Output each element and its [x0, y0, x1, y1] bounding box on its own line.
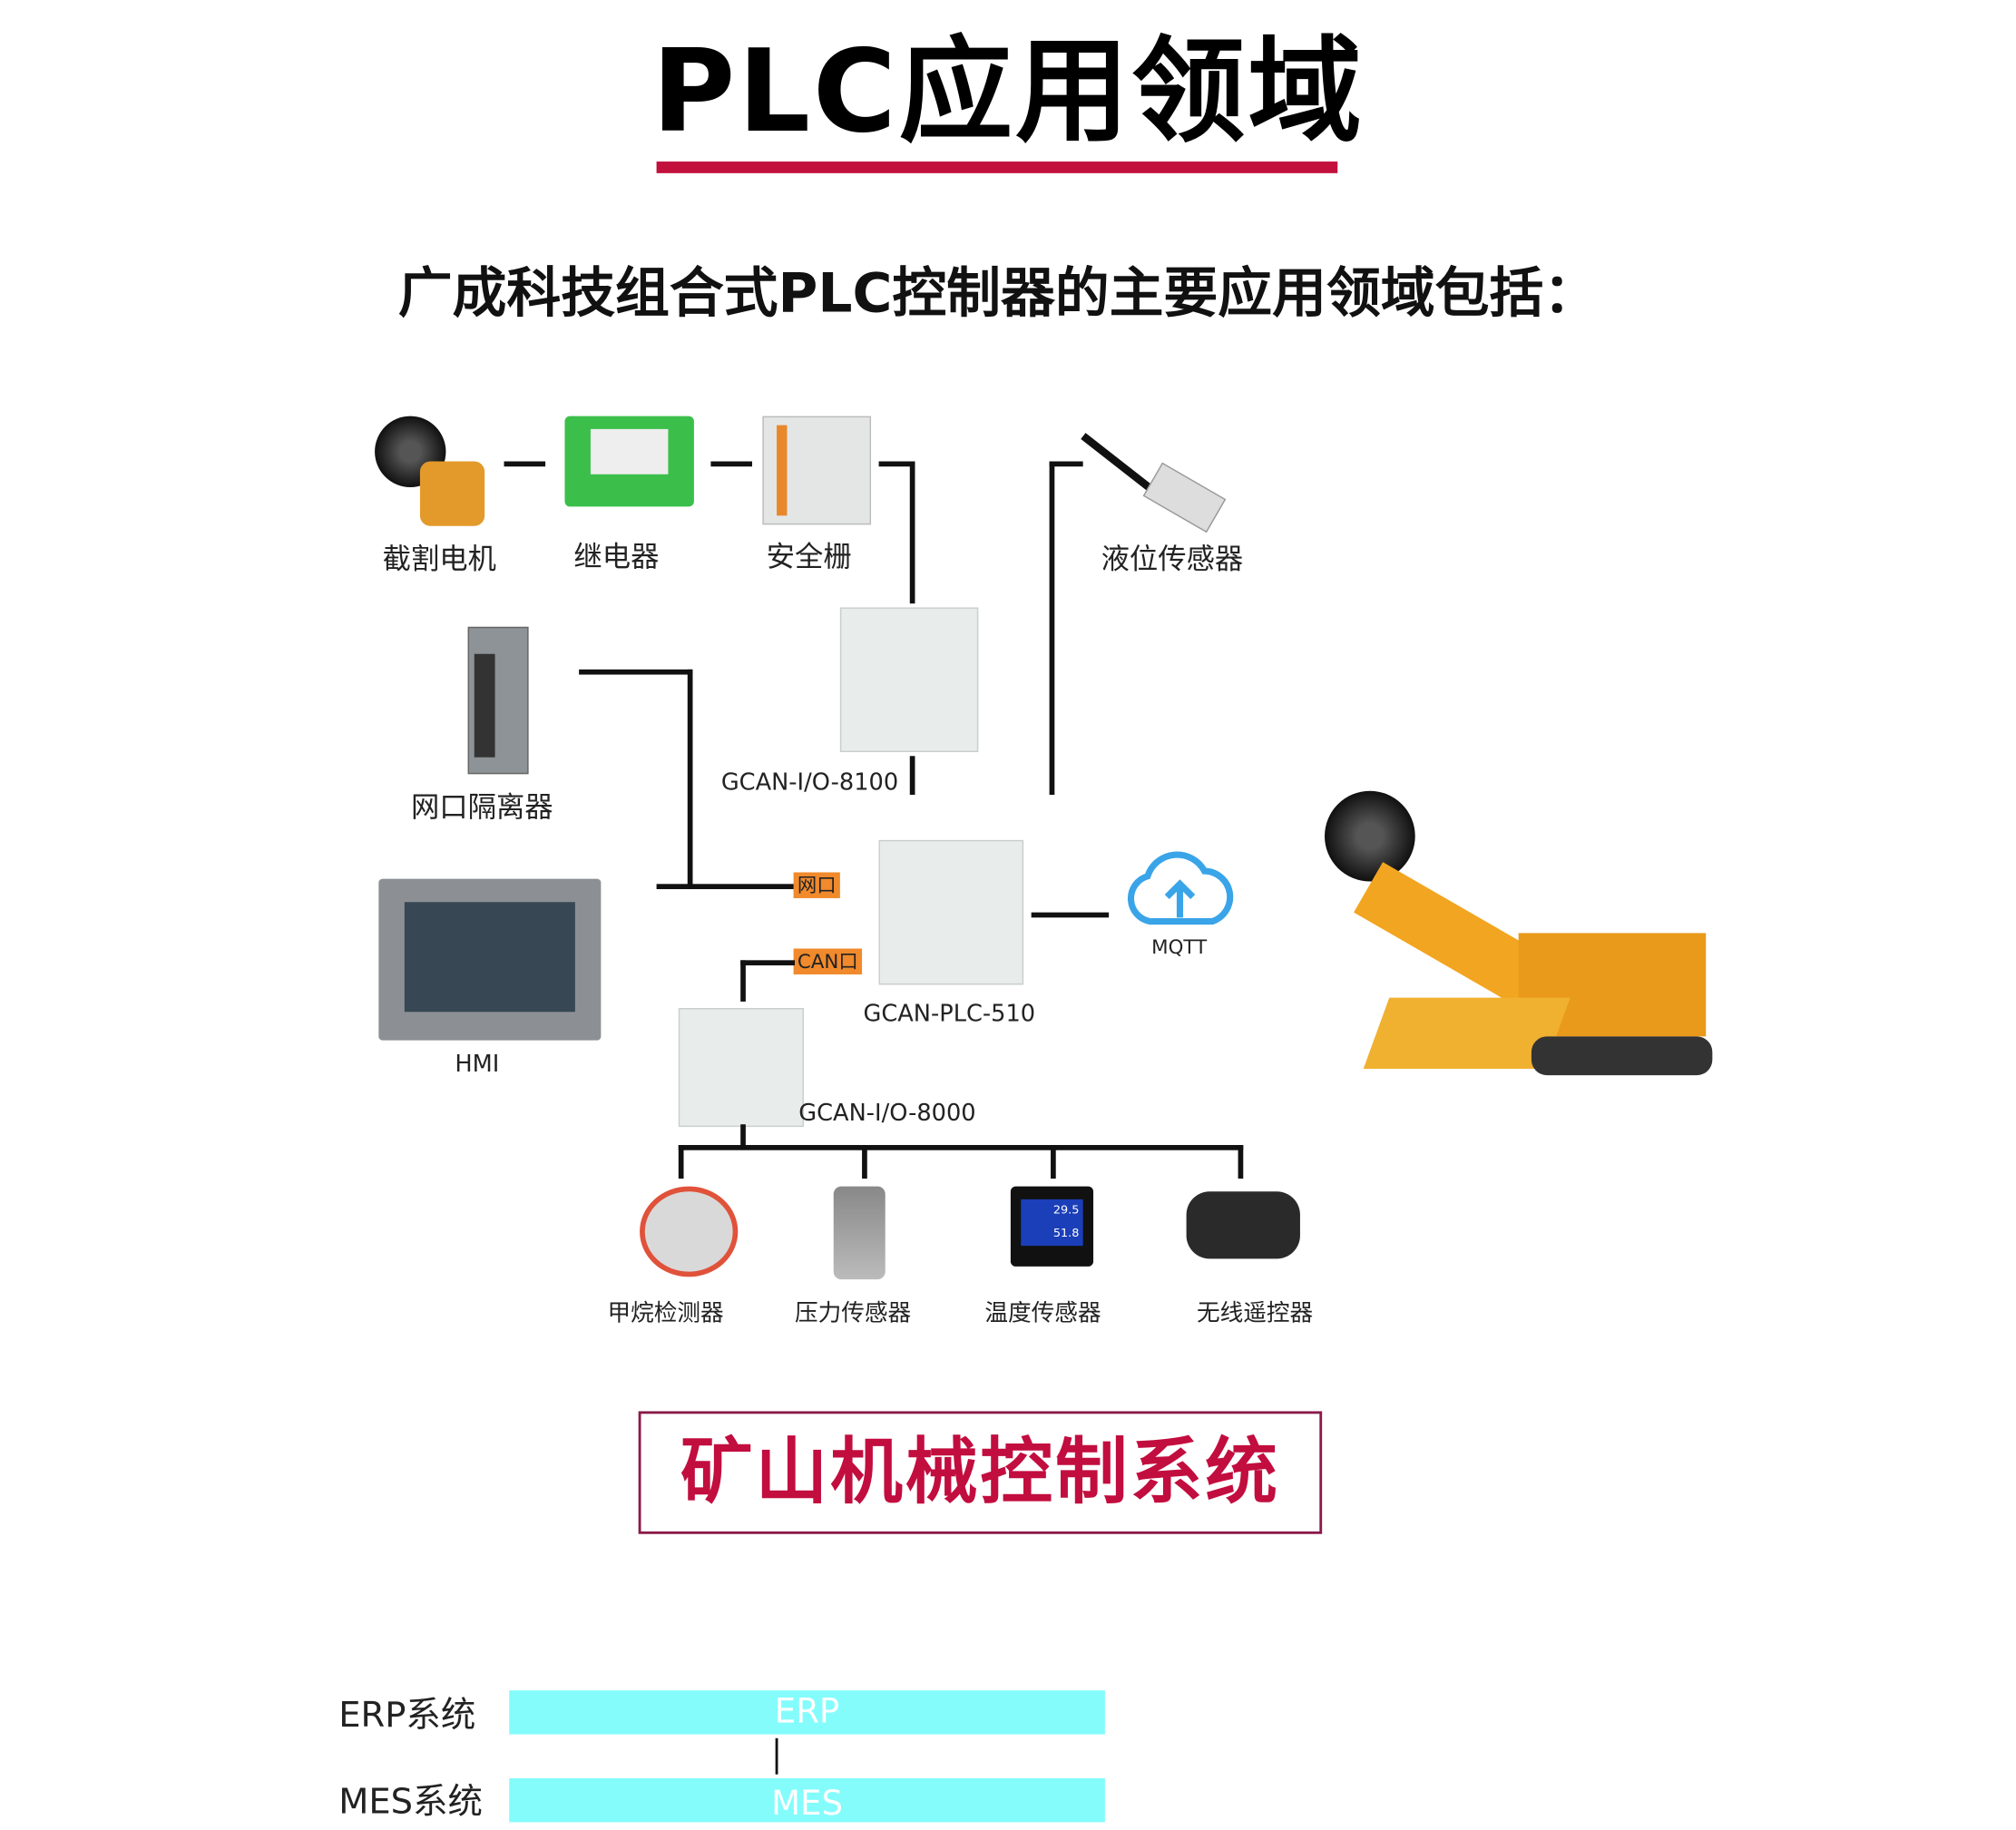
network-isolator-image: [467, 626, 529, 775]
cutting-motor-image: [375, 416, 491, 526]
label-mes-system: MES系统: [338, 1782, 484, 1823]
subtitle: 广成科技组合式PLC控制器的主要应用领域包括：: [397, 260, 1599, 325]
gcan-io-8000-image: [678, 1008, 804, 1128]
label-methane-detector: 甲烷检测器: [607, 1299, 724, 1327]
safety-barrier-image: [762, 416, 872, 525]
page-title: PLC应用领域: [651, 24, 1365, 158]
label-pressure-sensor: 压力传感器: [795, 1299, 912, 1327]
label-gcan-plc-510: GCAN-PLC-510: [863, 1000, 1036, 1028]
label-safety-barrier: 安全栅: [766, 541, 852, 574]
methane-detector-image: [640, 1186, 739, 1277]
tag-network-port: 网口: [793, 872, 840, 898]
hmi-image: [378, 878, 602, 1041]
label-hmi: HMI: [455, 1051, 500, 1078]
label-gcan-io-8000: GCAN-I/O-8000: [798, 1100, 976, 1128]
label-network-isolator: 网口隔离器: [410, 792, 553, 825]
temperature-sensor-image: 29.5 51.8: [1010, 1186, 1094, 1267]
pressure-sensor-image: [833, 1186, 886, 1280]
temp-reading-2: 51.8: [1052, 1228, 1080, 1241]
label-level-sensor: 液位传感器: [1101, 543, 1244, 577]
label-relay: 继电器: [573, 541, 660, 574]
mes-bar: MES: [509, 1777, 1105, 1824]
erp-bar: ERP: [509, 1690, 1105, 1735]
temp-reading-1: 29.5: [1052, 1204, 1080, 1218]
gcan-plc-510-image: [878, 839, 1024, 985]
title-underline: [656, 161, 1338, 173]
label-mqtt: MQTT: [1151, 935, 1208, 959]
section-title-box: 矿山机械控制系统: [638, 1411, 1323, 1534]
mqtt-cloud-icon: [1124, 850, 1235, 927]
gcan-io-8100-image: [839, 607, 979, 753]
label-gcan-io-8100: GCAN-I/O-8100: [720, 768, 899, 797]
level-sensor-image: [1081, 420, 1228, 533]
wireless-remote-image: [1186, 1191, 1300, 1259]
label-cutting-motor: 截割电机: [382, 543, 496, 577]
tag-can-port: CAN口: [793, 948, 863, 974]
label-temperature-sensor: 温度传感器: [984, 1299, 1101, 1327]
label-wireless-remote: 无线遥控器: [1196, 1299, 1314, 1327]
relay-image: [564, 416, 694, 507]
label-erp-system: ERP系统: [338, 1695, 476, 1736]
mining-roadheader-image: [1325, 790, 1713, 1095]
